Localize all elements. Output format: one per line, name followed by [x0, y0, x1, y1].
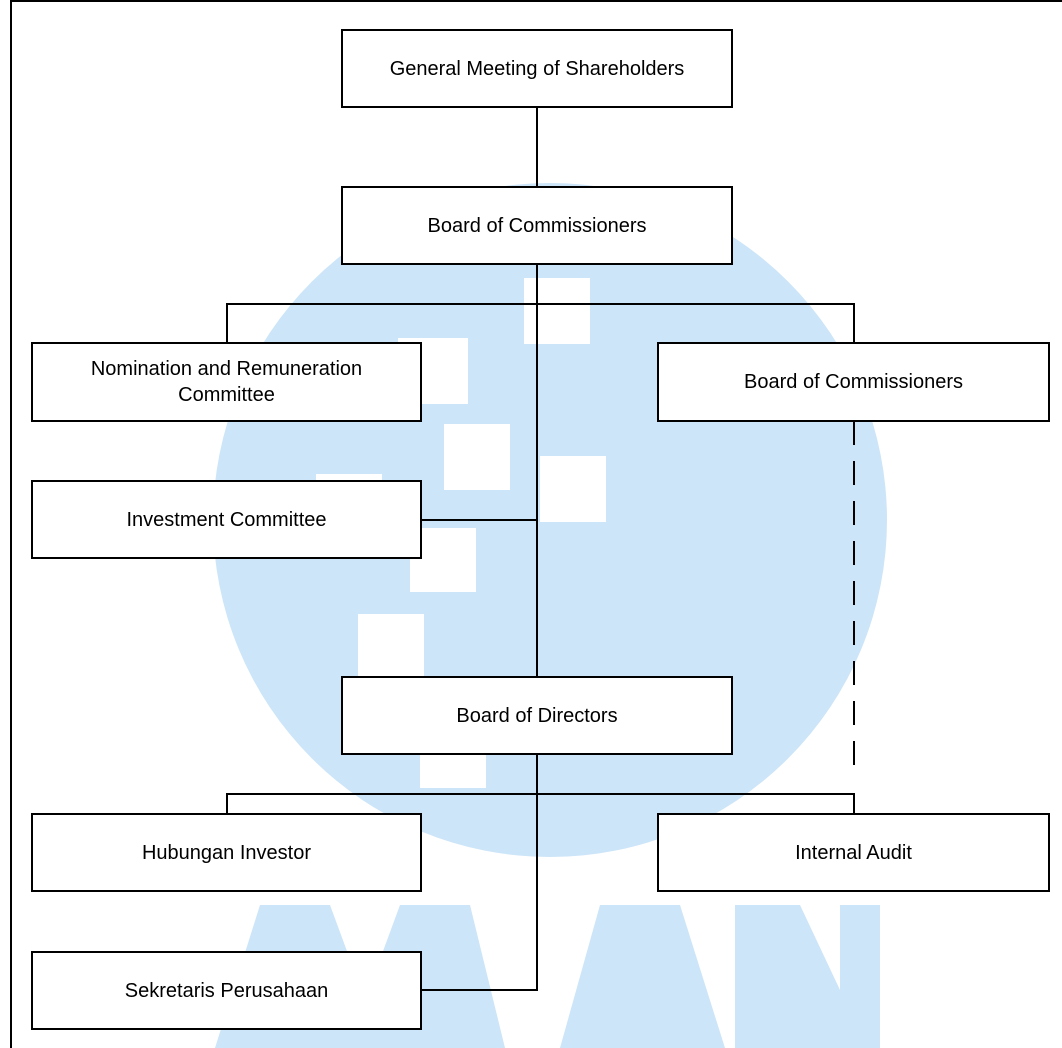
node-general-meeting-of-shareholders: General Meeting of Shareholders — [341, 29, 733, 108]
connector-boc-committees — [226, 303, 855, 343]
node-board-of-commissioners-right: Board of Commissioners — [657, 342, 1050, 422]
node-nomination-remuneration-committee: Nomination and Remuneration Committee — [31, 342, 422, 422]
connector-secretary — [421, 754, 538, 991]
node-internal-audit: Internal Audit — [657, 813, 1050, 892]
node-sekretaris-perusahaan: Sekretaris Perusahaan — [31, 951, 422, 1030]
connector-bod-units — [226, 793, 855, 814]
node-board-of-directors: Board of Directors — [341, 676, 733, 755]
node-hubungan-investor: Hubungan Investor — [31, 813, 422, 892]
node-board-of-commissioners: Board of Commissioners — [341, 186, 733, 265]
node-investment-committee: Investment Committee — [31, 480, 422, 559]
